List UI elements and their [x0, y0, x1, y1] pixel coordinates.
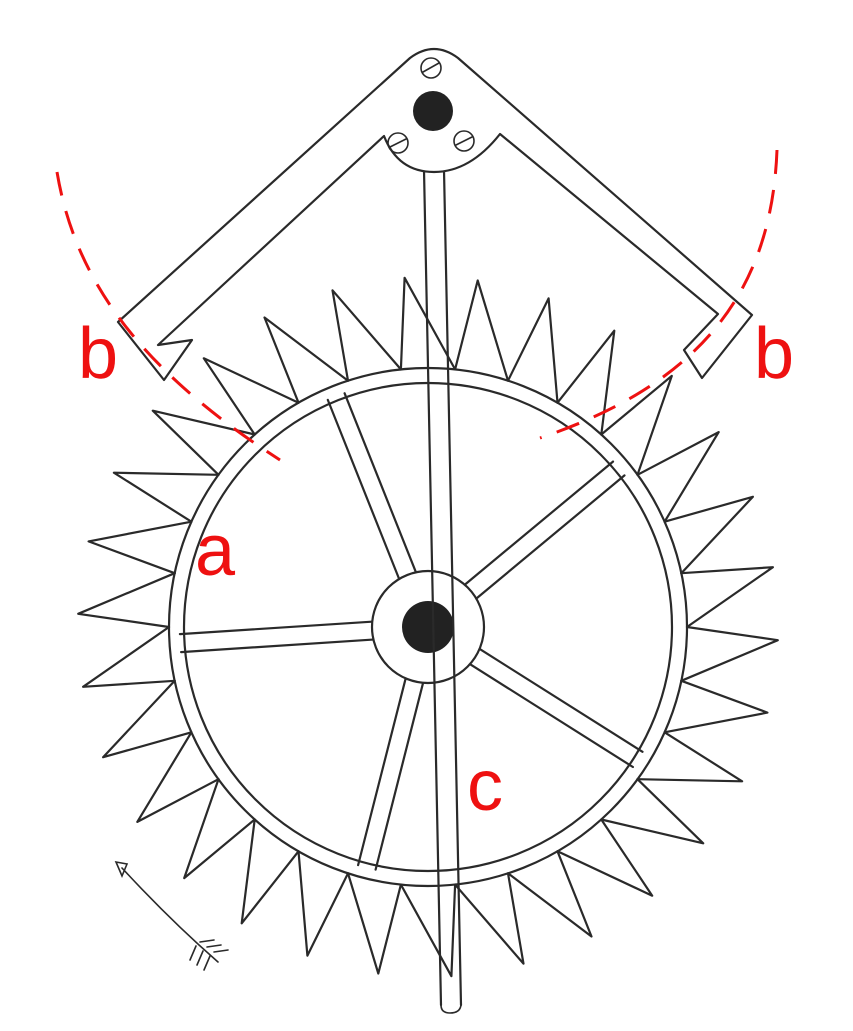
wheel-tooth [506, 297, 559, 404]
wheel-tooth [636, 731, 744, 783]
wheel-tooth [151, 409, 256, 476]
wheel-tooth [87, 520, 193, 575]
wheel-spoke [374, 676, 426, 871]
wheel-tooth [663, 495, 754, 575]
wheel-tooth [454, 872, 525, 965]
wheel-tooth [331, 289, 402, 382]
wheel-spoke [343, 392, 419, 579]
wheel-spoke [357, 672, 409, 867]
label-a: a [195, 511, 236, 591]
pallet-arc-left [55, 171, 281, 462]
wheel-tooth [136, 731, 220, 823]
wheel-spoke [326, 398, 403, 586]
wheel-tooth [506, 850, 593, 938]
label-b-right: b [754, 314, 794, 394]
wheel-spokes [178, 392, 644, 871]
wheel-tooth [112, 471, 220, 523]
wheel-tooth [556, 818, 654, 897]
label-c: c [467, 746, 503, 826]
wheel-tooth [636, 431, 720, 523]
wheel-arbor [402, 601, 454, 653]
wheel-spoke [474, 644, 644, 753]
escape-wheel-teeth [77, 276, 779, 978]
wheel-tooth [399, 276, 457, 371]
wheel-tooth [663, 679, 769, 734]
wheel-tooth [346, 872, 402, 975]
wheel-tooth [240, 818, 300, 925]
verge-rod [422, 168, 463, 1014]
wheel-tooth [263, 316, 350, 404]
wheel-tooth [202, 357, 300, 436]
wheel-tooth [77, 572, 176, 629]
wheel-tooth [399, 883, 457, 978]
wheel-spoke [471, 474, 626, 604]
wheel-tooth [600, 374, 673, 476]
wheel-tooth [102, 679, 193, 759]
anchor-screws [387, 57, 475, 154]
wheel-tooth [297, 850, 350, 957]
rotation-arrow-icon [114, 860, 229, 971]
wheel-tooth [82, 625, 176, 688]
wheel-spoke [464, 660, 635, 769]
wheel-tooth [680, 566, 774, 629]
label-b-left: b [78, 314, 118, 394]
wheel-spoke [180, 638, 380, 654]
wheel-tooth [454, 279, 510, 382]
wheel-tooth [680, 625, 779, 682]
wheel-spoke [459, 460, 615, 590]
wheel-tooth [556, 329, 616, 436]
anchor-pivot [413, 91, 453, 131]
wheel-spoke [178, 620, 379, 636]
pallet-arc-right [539, 149, 779, 440]
wheel-tooth [183, 778, 256, 880]
wheel-tooth [600, 778, 705, 845]
